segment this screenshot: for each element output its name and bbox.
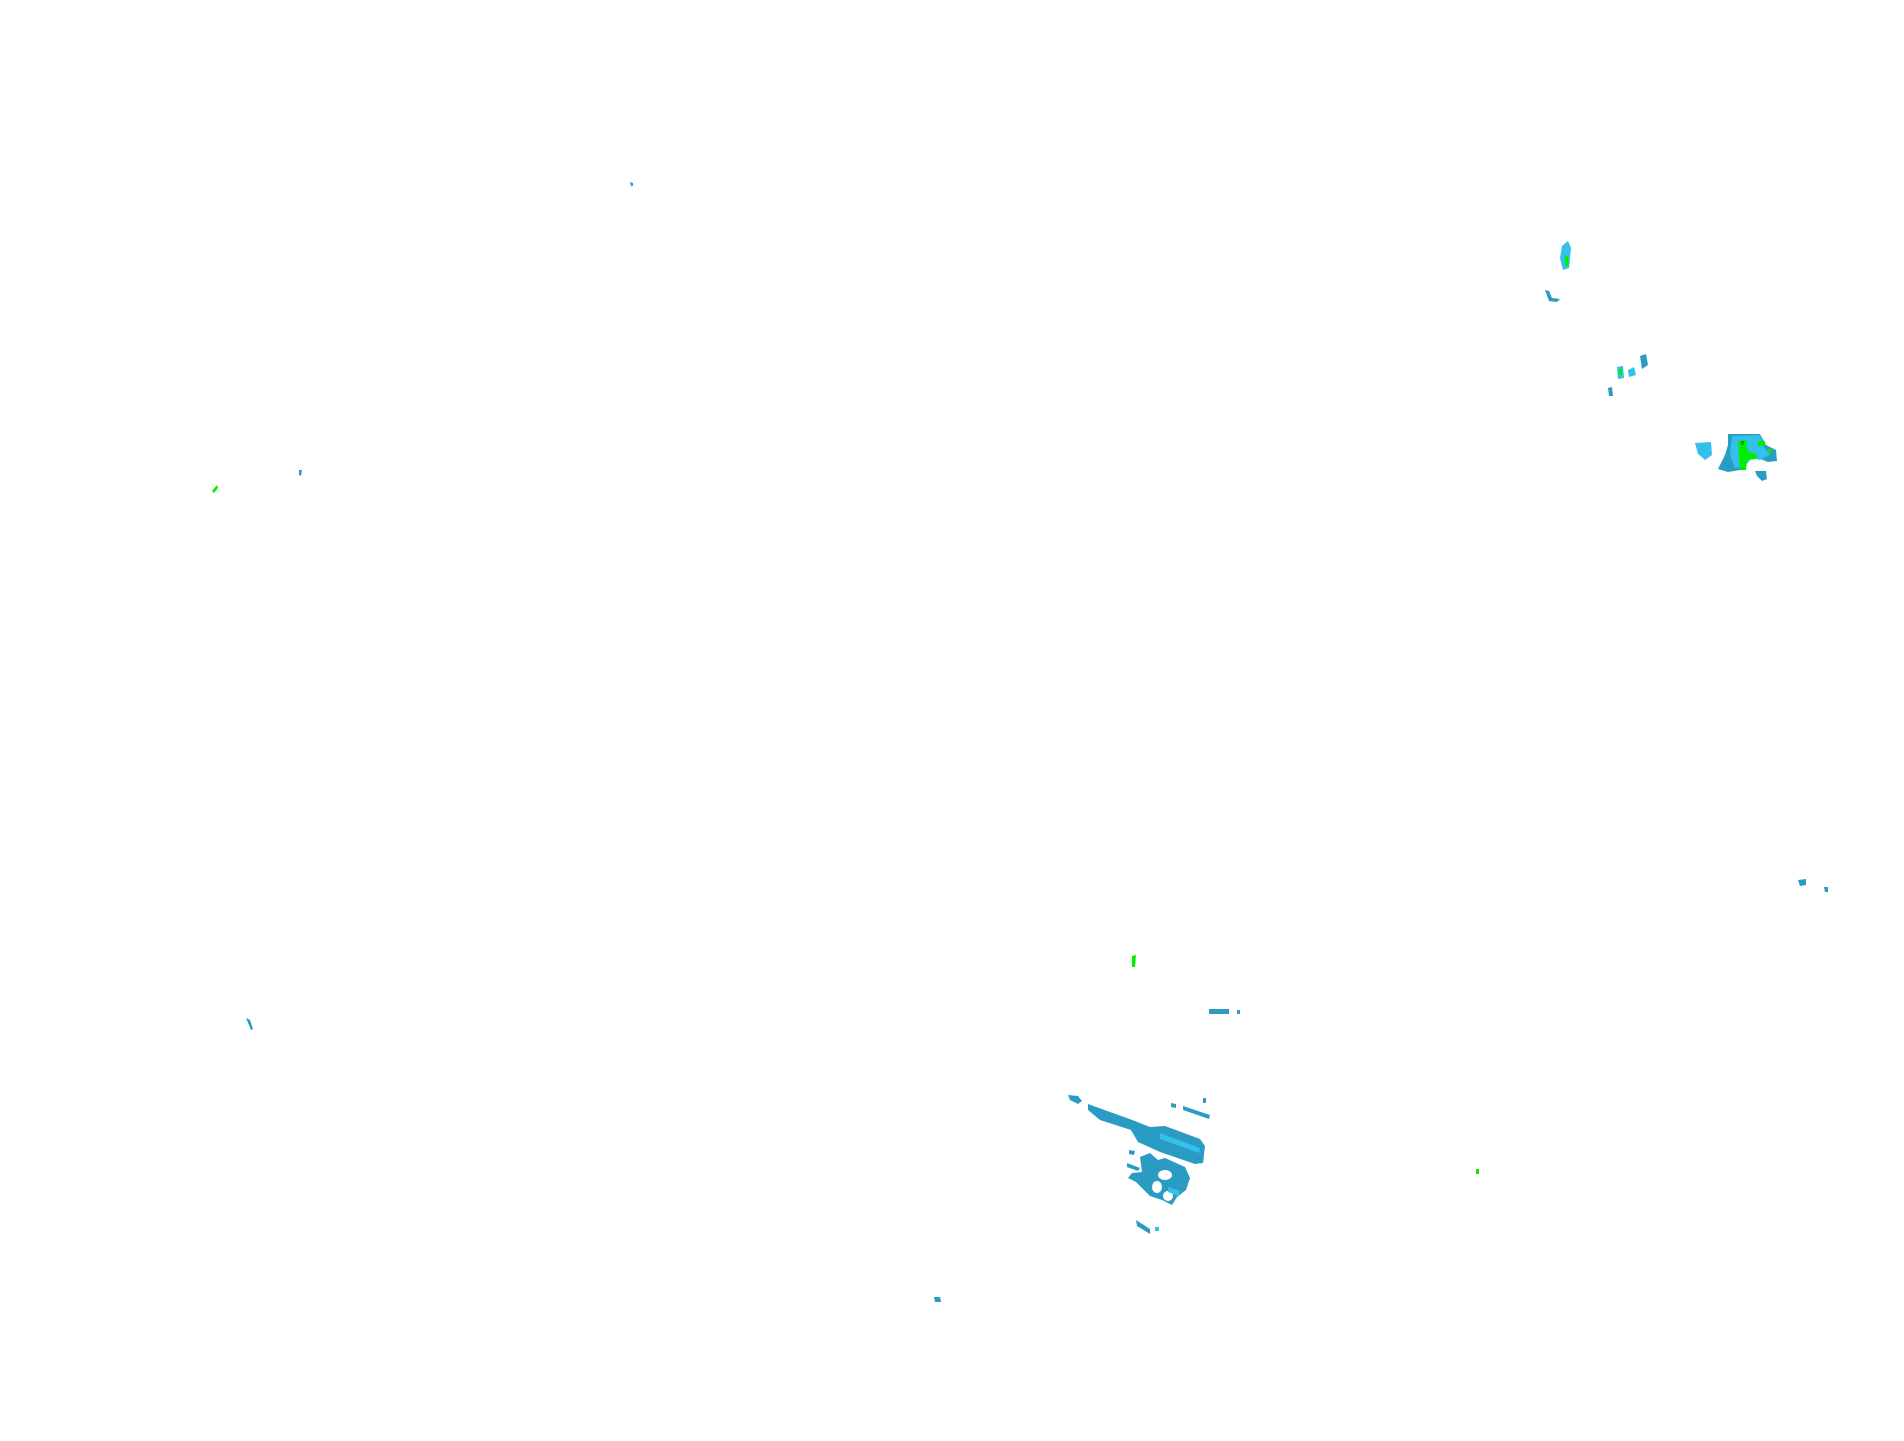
precipitation-echo <box>1755 471 1767 481</box>
precipitation-echo <box>1619 369 1622 375</box>
precipitation-echo <box>1768 449 1772 453</box>
precipitation-echo <box>246 1018 253 1030</box>
precipitation-echo <box>299 470 302 476</box>
precipitation-echo <box>1183 1106 1210 1119</box>
precipitation-echo <box>1640 354 1648 369</box>
precipitation-echo <box>1695 442 1712 460</box>
precipitation-echo <box>1798 879 1806 886</box>
precipitation-echo <box>1608 387 1613 396</box>
storm-cell-northeast <box>1545 241 1648 396</box>
precipitation-echo <box>1127 1163 1140 1171</box>
precipitation-echo <box>1128 1153 1190 1205</box>
precipitation-echo <box>1545 290 1560 302</box>
precipitation-echo <box>1209 1009 1229 1014</box>
precipitation-echo <box>1129 1150 1135 1155</box>
precipitation-echo <box>1741 441 1744 445</box>
precipitation-echo <box>1088 1104 1205 1164</box>
precipitation-echo <box>1628 367 1636 377</box>
storm-cell-south <box>1068 1095 1210 1234</box>
precipitation-echo <box>1136 1220 1150 1234</box>
scattered-echoes <box>212 182 1828 1302</box>
precipitation-echo <box>934 1297 941 1302</box>
storm-cell-east <box>1695 434 1777 481</box>
precipitation-echo <box>1171 1103 1176 1108</box>
precipitation-echo <box>212 485 218 493</box>
precipitation-echo <box>1155 1227 1159 1231</box>
precipitation-echo <box>1160 1133 1200 1153</box>
precipitation-echo <box>1738 440 1757 470</box>
precipitation-echo <box>1168 1187 1180 1196</box>
precipitation-echo <box>630 182 633 186</box>
precipitation-echo <box>1476 1169 1479 1174</box>
precipitation-echo <box>1237 1010 1240 1014</box>
precipitation-echo <box>1758 441 1765 446</box>
precipitation-echo <box>1565 256 1569 266</box>
precipitation-echo <box>1824 887 1828 892</box>
precipitation-echo <box>1068 1095 1082 1104</box>
precipitation-echo <box>1730 435 1770 468</box>
precipitation-echo <box>1203 1098 1206 1103</box>
precipitation-echo <box>1132 955 1136 967</box>
